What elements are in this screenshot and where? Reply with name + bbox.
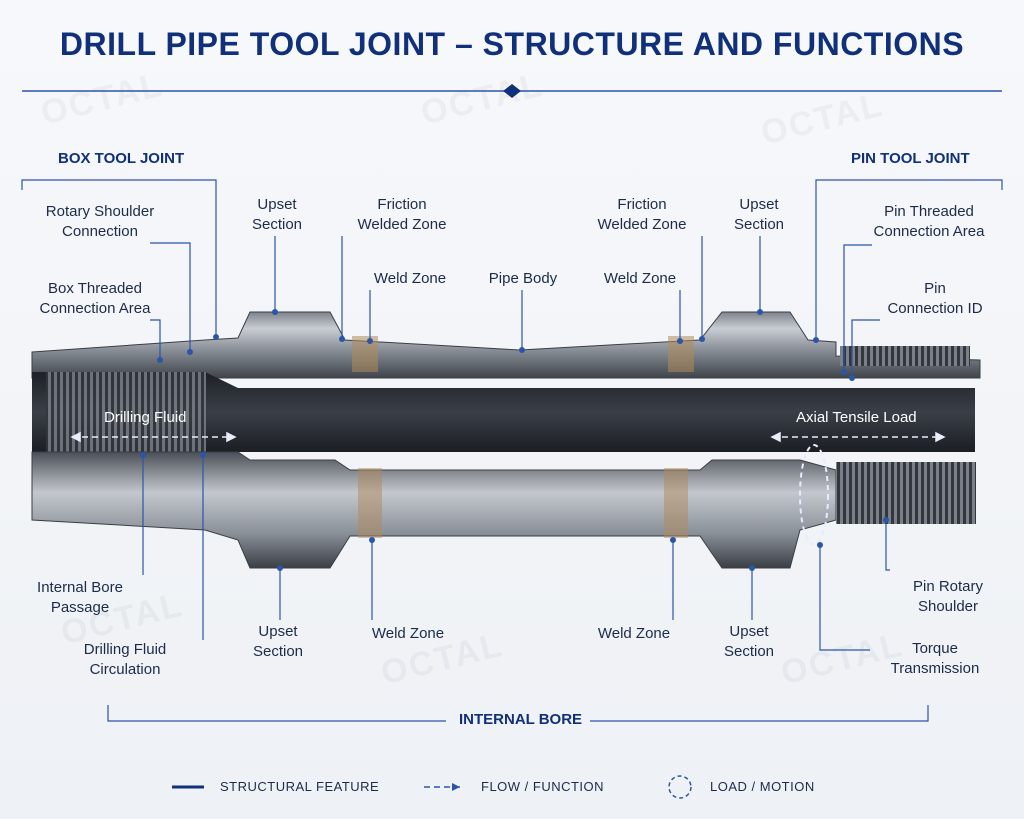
title-diamond [503, 84, 521, 98]
label-friction-welded-left: Friction Welded Zone [357, 196, 447, 233]
torque-ellipse [799, 444, 829, 546]
label-axial-tensile-load: Axial Tensile Load [796, 409, 917, 426]
page-title: DRILL PIPE TOOL JOINT – STRUCTURE AND FU… [59, 26, 965, 62]
label-weld-zone-bottom-left: Weld Zone [371, 625, 445, 642]
label-box-threaded-connection: Box Threaded Connection Area [39, 280, 151, 317]
label-torque-transmission: Torque Transmission [890, 640, 980, 677]
label-weld-zone-top-right: Weld Zone [603, 270, 677, 287]
legend-flow-function: FLOW / FUNCTION [481, 779, 605, 794]
legend-load-motion: LOAD / MOTION [710, 779, 815, 794]
leader-dots [140, 309, 889, 571]
internal-bore-header: INTERNAL BORE [459, 711, 583, 728]
label-pipe-body: Pipe Body [488, 270, 558, 287]
label-upset-section-bottom-left: Upset Section [252, 623, 304, 660]
label-weld-zone-bottom-right: Weld Zone [597, 625, 671, 642]
label-rotary-shoulder-connection: Rotary Shoulder Connection [45, 203, 155, 240]
drilling-fluid-arrow [70, 431, 237, 443]
upper-half-section [31, 311, 981, 452]
pin-threads-lower [836, 462, 976, 524]
legend-structural-feature: STRUCTURAL FEATURE [220, 779, 380, 794]
axial-load-arrow [770, 431, 946, 443]
label-pin-connection-id: Pin Connection ID [887, 280, 983, 317]
label-upset-section-top-right: Upset Section [733, 196, 785, 233]
label-friction-welded-right: Friction Welded Zone [597, 196, 687, 233]
pin-threads-upper [840, 346, 970, 366]
label-upset-section-top-left: Upset Section [251, 196, 303, 233]
box-threads [46, 372, 206, 452]
box-tool-joint-header: BOX TOOL JOINT [58, 150, 185, 167]
pin-tool-joint-header: PIN TOOL JOINT [851, 150, 970, 167]
label-pin-threaded-connection: Pin Threaded Connection Area [873, 203, 985, 240]
label-weld-zone-top-left: Weld Zone [373, 270, 447, 287]
label-drilling-fluid-circulation: Drilling Fluid Circulation [83, 641, 167, 678]
label-upset-section-bottom-right: Upset Section [723, 623, 775, 660]
lower-half-body [31, 444, 976, 569]
legend-swatches [172, 775, 692, 799]
label-drilling-fluid: Drilling Fluid [104, 409, 187, 426]
label-pin-rotary-shoulder: Pin Rotary Shoulder [912, 578, 984, 615]
label-internal-bore-passage: Internal Bore Passage [37, 579, 123, 616]
internal-bore [32, 372, 975, 452]
leader-lines [21, 179, 1003, 722]
